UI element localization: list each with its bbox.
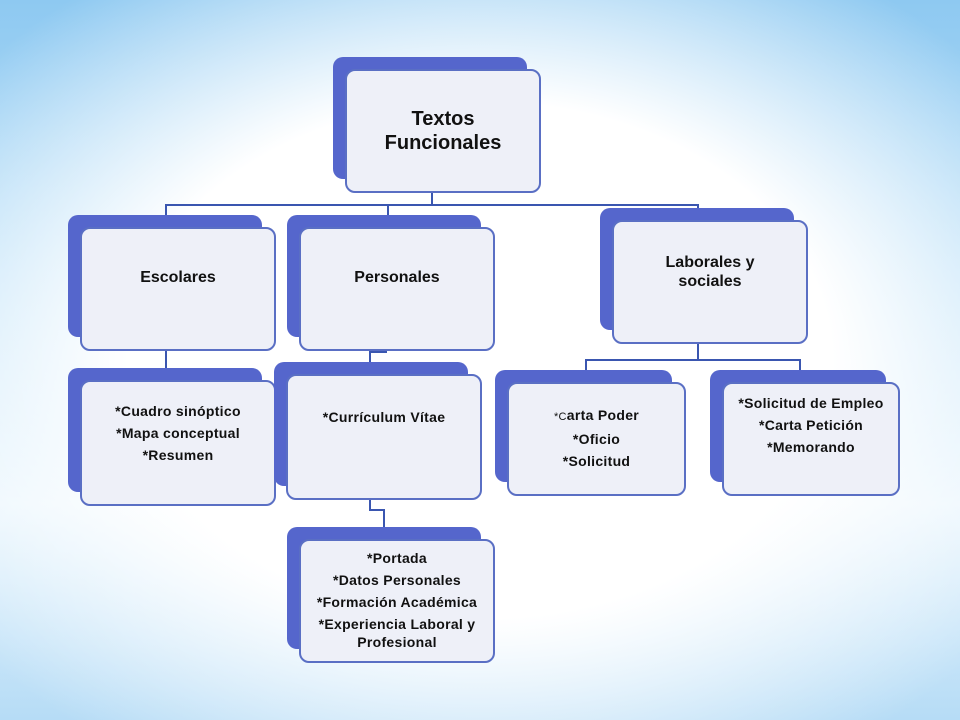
escolares-items-card: *Cuadro sinóptico *Mapa conceptual *Resu… xyxy=(80,380,276,506)
laborales-group2-item-1: *Solicitud de Empleo xyxy=(738,395,884,411)
connector-root-to-escolares xyxy=(165,190,433,222)
personales-item-cv: *Currículum Vítae xyxy=(322,409,446,425)
laborales-node: Laborales y sociales xyxy=(600,208,808,344)
cv-part-3: *Formación Académica xyxy=(316,594,478,610)
cv-part-2: *Datos Personales xyxy=(332,572,462,588)
laborales-group2-card: *Solicitud de Empleo *Carta Petición *Me… xyxy=(722,382,900,496)
laborales-group1-item-2: *Oficio xyxy=(572,431,621,447)
personales-title: Personales xyxy=(354,269,440,286)
laborales-group1-item-3: *Solicitud xyxy=(562,453,631,469)
laborales-group2-item-3: *Memorando xyxy=(767,439,855,455)
carta-poder-rest: arta Poder xyxy=(566,407,640,423)
carta-poder-prefix: *C xyxy=(553,411,567,423)
cv-part-1: *Portada xyxy=(367,550,427,566)
laborales-group2-node: *Solicitud de Empleo *Carta Petición *Me… xyxy=(710,370,900,496)
personales-cv-card: *Currículum Vítae xyxy=(286,374,482,500)
root-title-line-2: Funcionales xyxy=(384,132,502,154)
laborales-group1-card: *Carta Poder *Oficio *Solicitud xyxy=(507,382,686,496)
escolares-items-node: *Cuadro sinóptico *Mapa conceptual *Resu… xyxy=(68,368,276,506)
laborales-title-line-1: Laborales y xyxy=(665,254,755,271)
cv-parts-card: *Portada *Datos Personales *Formación Ac… xyxy=(299,539,495,663)
root-node: Textos Funcionales xyxy=(333,57,541,193)
laborales-group1-node: *Carta Poder *Oficio *Solicitud xyxy=(495,370,686,496)
escolares-node-card: Escolares xyxy=(80,227,276,351)
root-node-card: Textos Funcionales xyxy=(345,69,541,193)
personales-node-card: Personales xyxy=(299,227,495,351)
personales-cv-node: *Currículum Vítae xyxy=(274,362,482,500)
cv-parts-node: *Portada *Datos Personales *Formación Ac… xyxy=(287,527,495,663)
personales-node: Personales xyxy=(287,215,495,351)
escolares-item-3: *Resumen xyxy=(142,447,214,463)
laborales-title-line-2: sociales xyxy=(678,273,742,290)
laborales-group1-item-1: *Carta Poder xyxy=(554,404,639,428)
root-title-line-1: Textos xyxy=(411,108,475,130)
cv-part-4: *Experiencia Laboral y xyxy=(318,616,476,632)
laborales-group2-item-2: *Carta Petición xyxy=(758,417,864,433)
escolares-title: Escolares xyxy=(140,269,216,286)
cv-part-5: Profesional xyxy=(357,634,437,650)
escolares-item-2: *Mapa conceptual xyxy=(116,425,240,441)
escolares-item-1: *Cuadro sinóptico xyxy=(115,403,241,419)
laborales-node-card: Laborales y sociales xyxy=(612,220,808,344)
connector-laborales-to-group1 xyxy=(585,340,699,376)
escolares-node: Escolares xyxy=(68,215,276,351)
